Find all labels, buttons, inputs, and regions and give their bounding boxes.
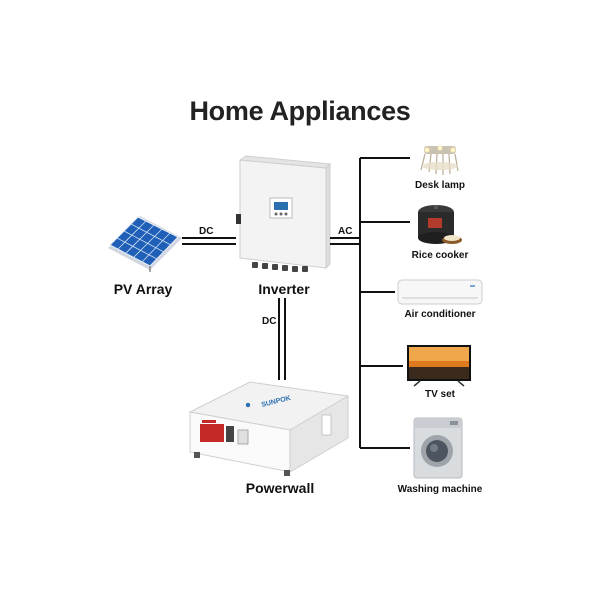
ac-label: AC — [338, 226, 353, 237]
powerwall-icon — [188, 381, 350, 476]
inverter-icon — [236, 155, 332, 272]
washing-machine-icon — [413, 417, 463, 479]
dc-line-powerwall — [278, 298, 286, 380]
inverter-label: Inverter — [258, 281, 310, 297]
powerwall-label: Powerwall — [245, 480, 315, 496]
dc-label-pv: DC — [199, 226, 214, 237]
ac-branch-lines — [360, 157, 410, 449]
appliance-label-air-conditioner: Air conditioner — [404, 309, 476, 320]
ac-line — [330, 237, 360, 245]
appliance-label-tv-set: TV set — [424, 389, 455, 400]
appliance-label-washing-machine: Washing machine — [397, 484, 483, 495]
tv-icon — [407, 345, 471, 387]
dc-line-pv — [182, 237, 236, 245]
diagram-title: Home Appliances — [189, 96, 411, 126]
solar-panel-icon — [108, 216, 182, 272]
rice-cooker-icon — [418, 205, 462, 244]
chandelier-icon — [420, 145, 459, 175]
appliance-label-rice-cooker: Rice cooker — [411, 250, 469, 261]
air-conditioner-icon — [397, 279, 483, 305]
pv-array-label: PV Array — [113, 281, 173, 297]
dc-label-powerwall: DC — [262, 316, 277, 327]
appliance-label-desk-lamp: Desk lamp — [414, 180, 466, 191]
